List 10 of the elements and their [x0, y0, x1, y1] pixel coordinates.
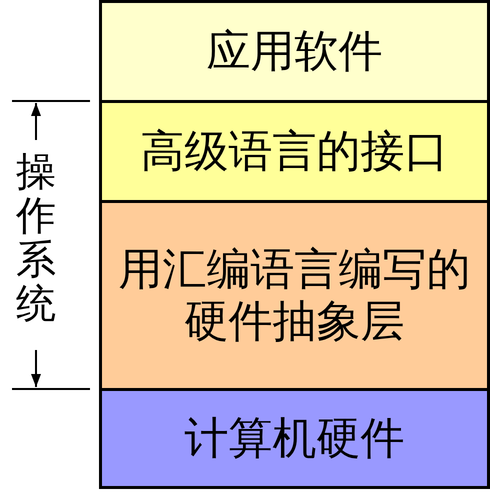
dimension-label: 操作系统 — [15, 150, 57, 326]
layer-label: 应用软件 — [206, 26, 382, 78]
layer-label: 高级语言的接口 — [140, 126, 448, 178]
layer-box — [99, 200, 490, 391]
layer-label: 计算机硬件 — [184, 412, 404, 464]
layer-box — [99, 0, 490, 103]
layer-box — [99, 388, 490, 489]
layer-label: 用汇编语言编写的 — [118, 244, 470, 296]
layer-box — [99, 100, 490, 203]
layer-label: 硬件抽象层 — [184, 296, 404, 348]
